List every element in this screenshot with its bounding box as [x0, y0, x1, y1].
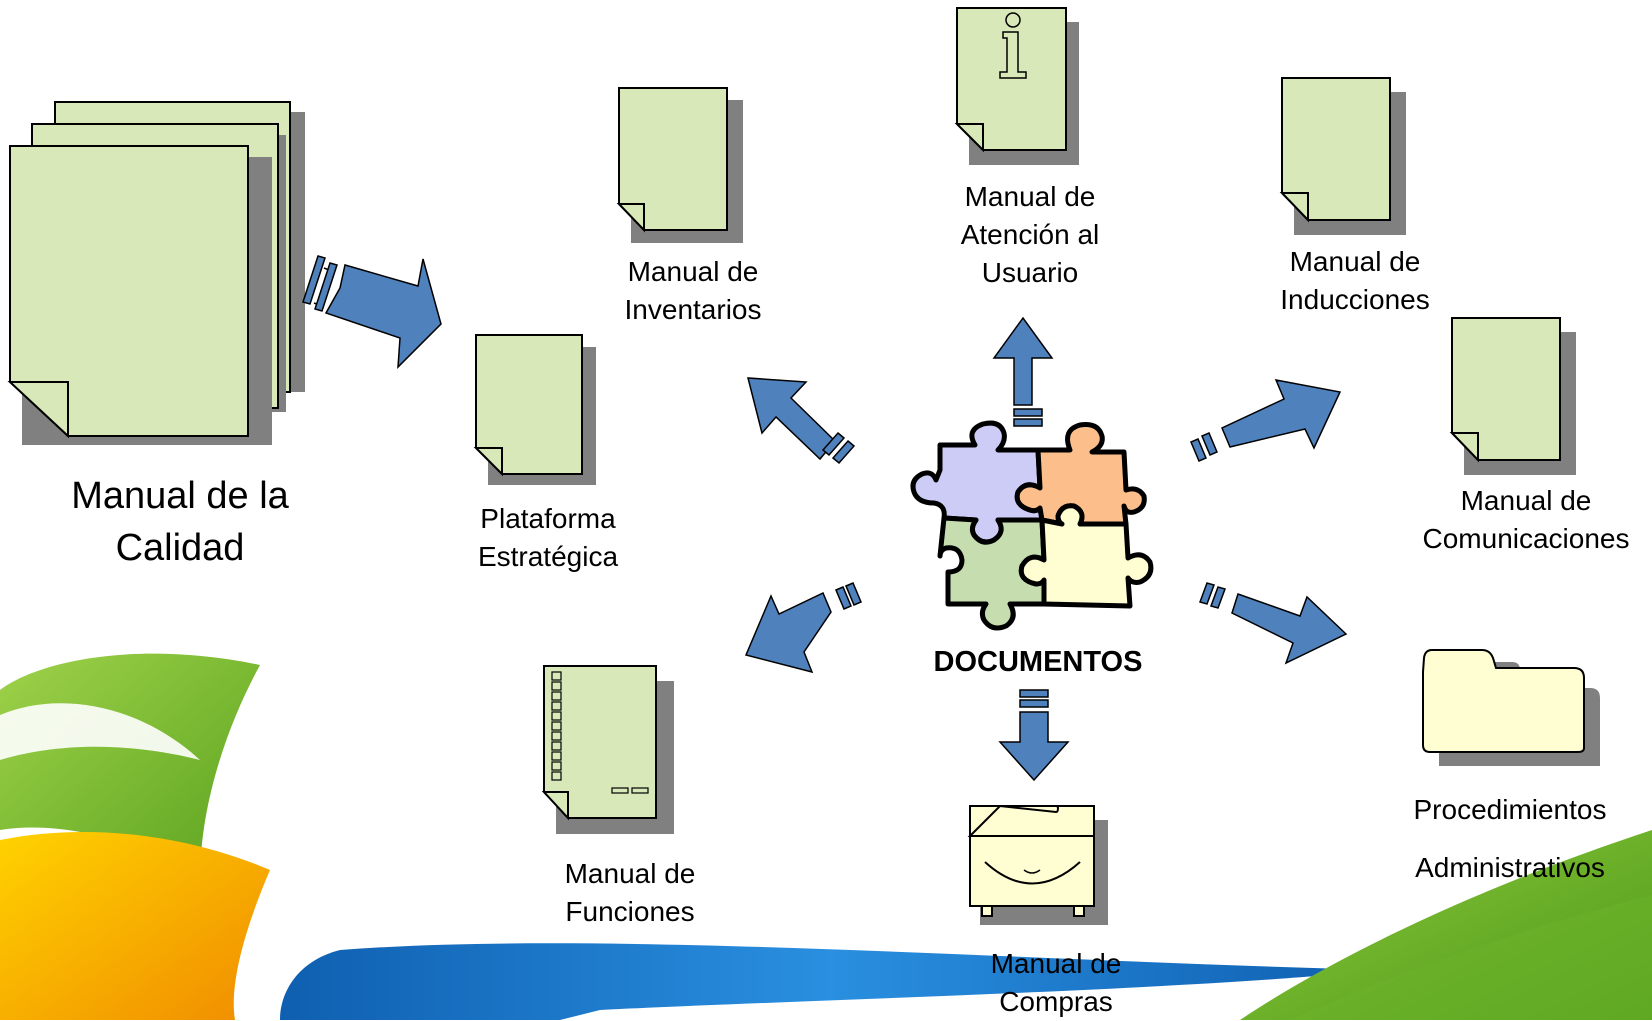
comunicaciones-document-icon	[1449, 317, 1576, 475]
inducciones-document-icon	[1279, 77, 1406, 235]
arrow-to-inventarios	[747, 377, 856, 465]
manual-calidad-icon	[7, 101, 305, 445]
arrow-to-inducciones	[1190, 379, 1342, 462]
arrow-to-compras	[998, 689, 1070, 782]
documentos-puzzle-icon	[910, 420, 1154, 631]
background-swoosh	[0, 653, 1652, 1020]
procedimientos-folder-icon	[1422, 649, 1600, 766]
arrow-to-funciones	[744, 582, 862, 674]
funciones-checklist-icon	[541, 665, 674, 834]
plataforma-document-icon	[473, 334, 596, 485]
inventarios-document-icon	[616, 87, 743, 243]
atencion-info-document-icon	[954, 7, 1079, 165]
compras-cd-drawer-icon	[967, 805, 1108, 925]
arrow-calidad-to-plataforma	[302, 255, 442, 369]
label-documentos: DOCUMENTOS	[933, 646, 1143, 678]
arrow-to-procedimientos	[1199, 582, 1348, 665]
arrow-to-atencion	[992, 316, 1054, 427]
